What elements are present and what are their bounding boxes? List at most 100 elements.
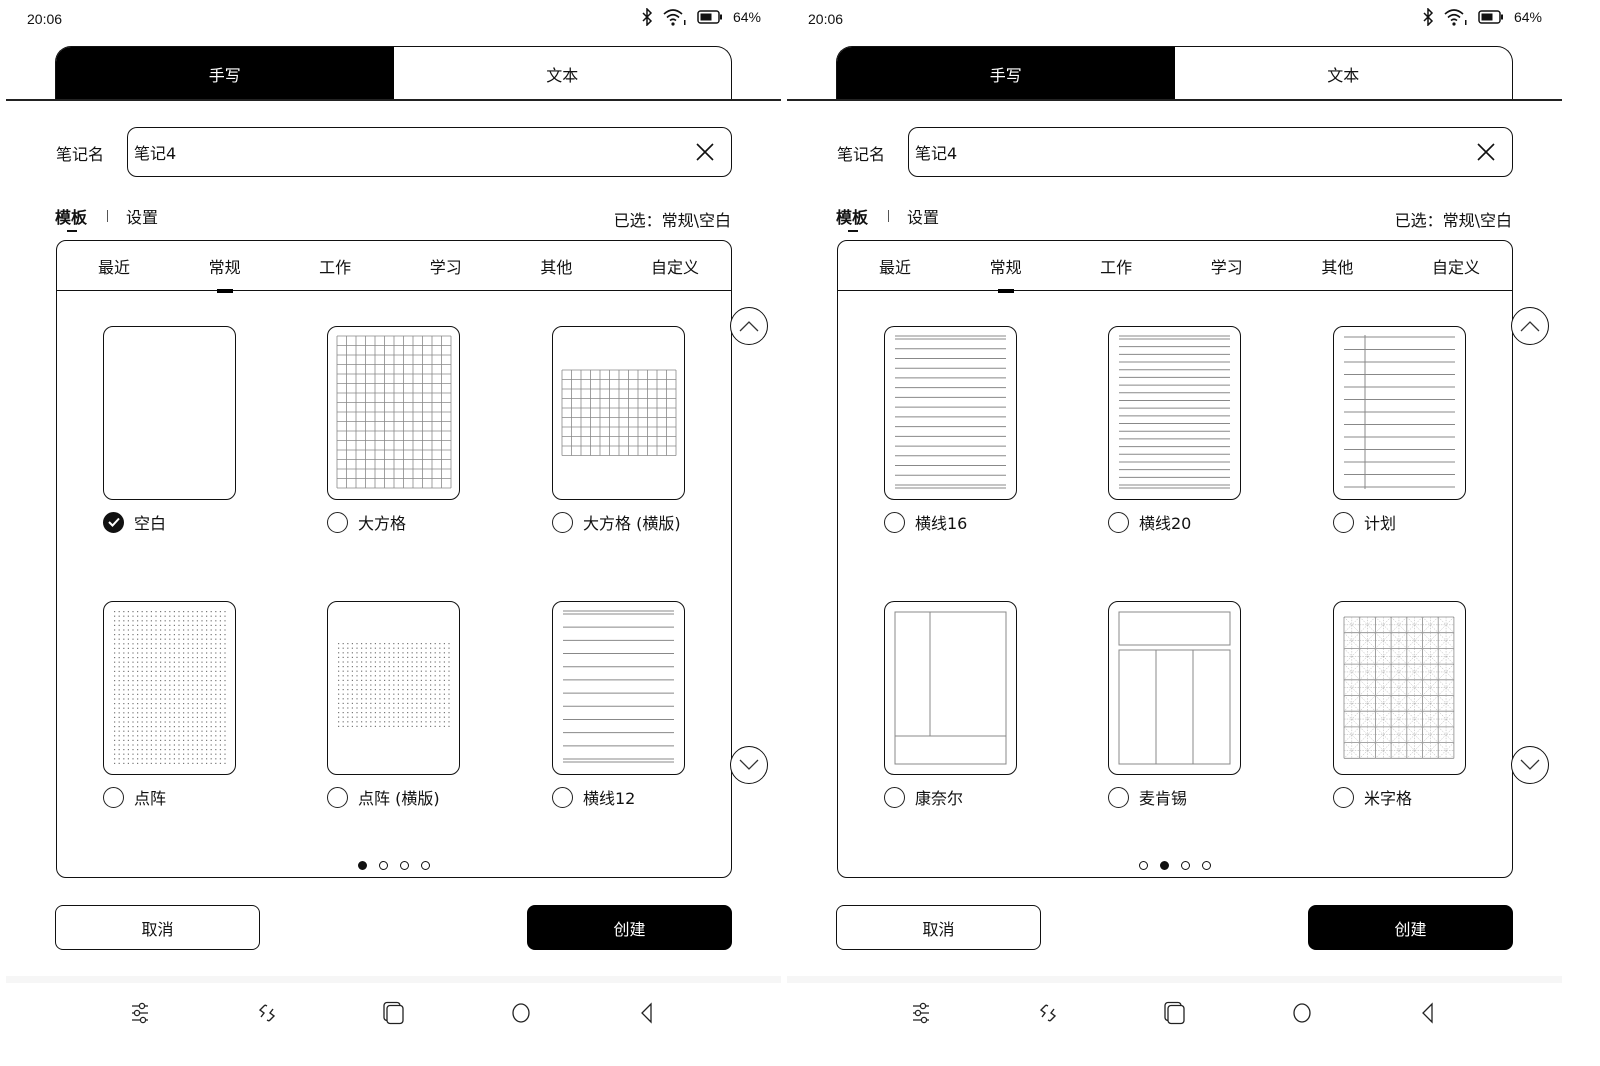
template-option[interactable]: 大方格 (327, 510, 517, 534)
pattern-mi-grid (1343, 616, 1455, 759)
tab-text[interactable]: 文本 (546, 65, 579, 85)
divider (6, 99, 781, 101)
tab-study[interactable]: 学习 (1210, 257, 1243, 277)
page-dot[interactable] (358, 861, 367, 870)
radio-button[interactable] (1108, 511, 1129, 533)
page-dot[interactable] (400, 861, 409, 870)
template-label: 横线12 (583, 789, 636, 808)
page-dot[interactable] (1181, 861, 1190, 870)
radio-button[interactable] (1333, 511, 1354, 533)
tab-handwriting[interactable]: 手写 (56, 47, 394, 100)
check-icon (107, 517, 120, 527)
tab-settings[interactable]: 设置 (907, 208, 940, 227)
radio-button[interactable] (327, 786, 348, 808)
radio-button[interactable] (327, 511, 348, 533)
page-dot[interactable] (1160, 861, 1169, 870)
template-card-plan[interactable]: 计划 (1333, 326, 1523, 534)
tab-template[interactable]: 模板 (836, 204, 868, 232)
separator (107, 210, 109, 222)
radio-button[interactable] (884, 786, 905, 808)
tab-settings[interactable]: 设置 (126, 208, 159, 227)
chevron-up-icon (1520, 321, 1540, 332)
cancel-button[interactable]: 取消 (836, 905, 1041, 950)
template-card-lines-16[interactable]: 横线16 (884, 326, 1074, 534)
template-option[interactable]: 空白 (103, 510, 293, 534)
tab-recent[interactable]: 最近 (97, 257, 130, 277)
template-card-lines-20[interactable]: 横线20 (1108, 326, 1298, 534)
tab-text[interactable]: 文本 (1327, 65, 1360, 85)
template-card-blank[interactable]: 空白 (103, 326, 293, 534)
create-button[interactable]: 创建 (527, 905, 732, 950)
recent-apps-button[interactable] (1160, 998, 1190, 1028)
tab-template[interactable]: 模板 (55, 204, 87, 232)
cancel-button[interactable]: 取消 (55, 905, 260, 950)
pattern-lines-16 (895, 335, 1006, 489)
tab-recent[interactable]: 最近 (878, 257, 911, 277)
template-option[interactable]: 麦肯锡 (1108, 785, 1298, 809)
recent-apps-button[interactable] (379, 998, 409, 1028)
page-dot[interactable] (379, 861, 388, 870)
template-card-grid[interactable]: 大方格 (327, 326, 517, 534)
scroll-down-button[interactable] (1511, 746, 1549, 784)
radio-button[interactable] (552, 511, 573, 533)
back-button[interactable] (1413, 998, 1443, 1028)
tab-other[interactable]: 其他 (540, 257, 573, 277)
scroll-up-button[interactable] (730, 307, 768, 345)
radio-button[interactable] (552, 786, 573, 808)
tab-study[interactable]: 学习 (429, 257, 462, 277)
pattern-plan (1344, 335, 1455, 489)
scroll-up-button[interactable] (1511, 307, 1549, 345)
template-thumbnail (1108, 601, 1241, 775)
template-card-cornell[interactable]: 康奈尔 (884, 601, 1074, 809)
template-option[interactable]: 计划 (1333, 510, 1523, 534)
pattern-lines-20 (1119, 335, 1230, 489)
template-thumbnail (103, 326, 236, 500)
template-option[interactable]: 点阵 (103, 785, 293, 809)
home-button[interactable] (506, 998, 536, 1028)
tab-work[interactable]: 工作 (1100, 257, 1133, 277)
radio-button[interactable] (103, 786, 124, 808)
tab-general[interactable]: 常规 (988, 254, 1024, 293)
template-card-mckinsey[interactable]: 麦肯锡 (1108, 601, 1298, 809)
tab-handwriting[interactable]: 手写 (837, 47, 1175, 100)
page-dot[interactable] (1139, 861, 1148, 870)
template-card-dots-landscape[interactable]: 点阵 (横版) (327, 601, 517, 809)
radio-button[interactable] (1333, 786, 1354, 808)
back-button[interactable] (632, 998, 662, 1028)
scroll-down-button[interactable] (730, 746, 768, 784)
tab-other[interactable]: 其他 (1321, 257, 1354, 277)
radio-button[interactable] (1108, 786, 1129, 808)
page-dot[interactable] (421, 861, 430, 870)
page-dot[interactable] (1202, 861, 1211, 870)
clear-button[interactable] (685, 132, 725, 172)
template-option[interactable]: 横线12 (552, 785, 742, 809)
template-option[interactable]: 米字格 (1333, 785, 1523, 809)
refresh-icon (258, 1004, 276, 1022)
template-option[interactable]: 大方格 (横版) (552, 510, 742, 534)
note-name-input[interactable] (915, 142, 1466, 162)
template-card-lines-12[interactable]: 横线12 (552, 601, 742, 809)
recent-apps-icon (383, 1001, 404, 1025)
template-card-mi-grid[interactable]: 米字格 (1333, 601, 1523, 809)
template-option[interactable]: 点阵 (横版) (327, 785, 517, 809)
tab-general[interactable]: 常规 (207, 254, 243, 293)
create-button[interactable]: 创建 (1308, 905, 1513, 950)
settings-button[interactable] (906, 998, 936, 1028)
template-thumbnail (884, 326, 1017, 500)
template-card-dots[interactable]: 点阵 (103, 601, 293, 809)
template-option[interactable]: 横线20 (1108, 510, 1298, 534)
tab-custom[interactable]: 自定义 (1431, 257, 1480, 277)
tab-work[interactable]: 工作 (319, 257, 352, 277)
radio-button[interactable] (103, 511, 124, 533)
settings-button[interactable] (125, 998, 155, 1028)
template-option[interactable]: 康奈尔 (884, 785, 1074, 809)
template-card-grid-landscape[interactable]: 大方格 (横版) (552, 326, 742, 534)
note-name-input[interactable] (134, 142, 685, 162)
radio-button[interactable] (884, 511, 905, 533)
home-button[interactable] (1287, 998, 1317, 1028)
refresh-button[interactable] (1033, 998, 1063, 1028)
tab-custom[interactable]: 自定义 (650, 257, 699, 277)
template-option[interactable]: 横线16 (884, 510, 1074, 534)
clear-button[interactable] (1466, 132, 1506, 172)
refresh-button[interactable] (252, 998, 282, 1028)
